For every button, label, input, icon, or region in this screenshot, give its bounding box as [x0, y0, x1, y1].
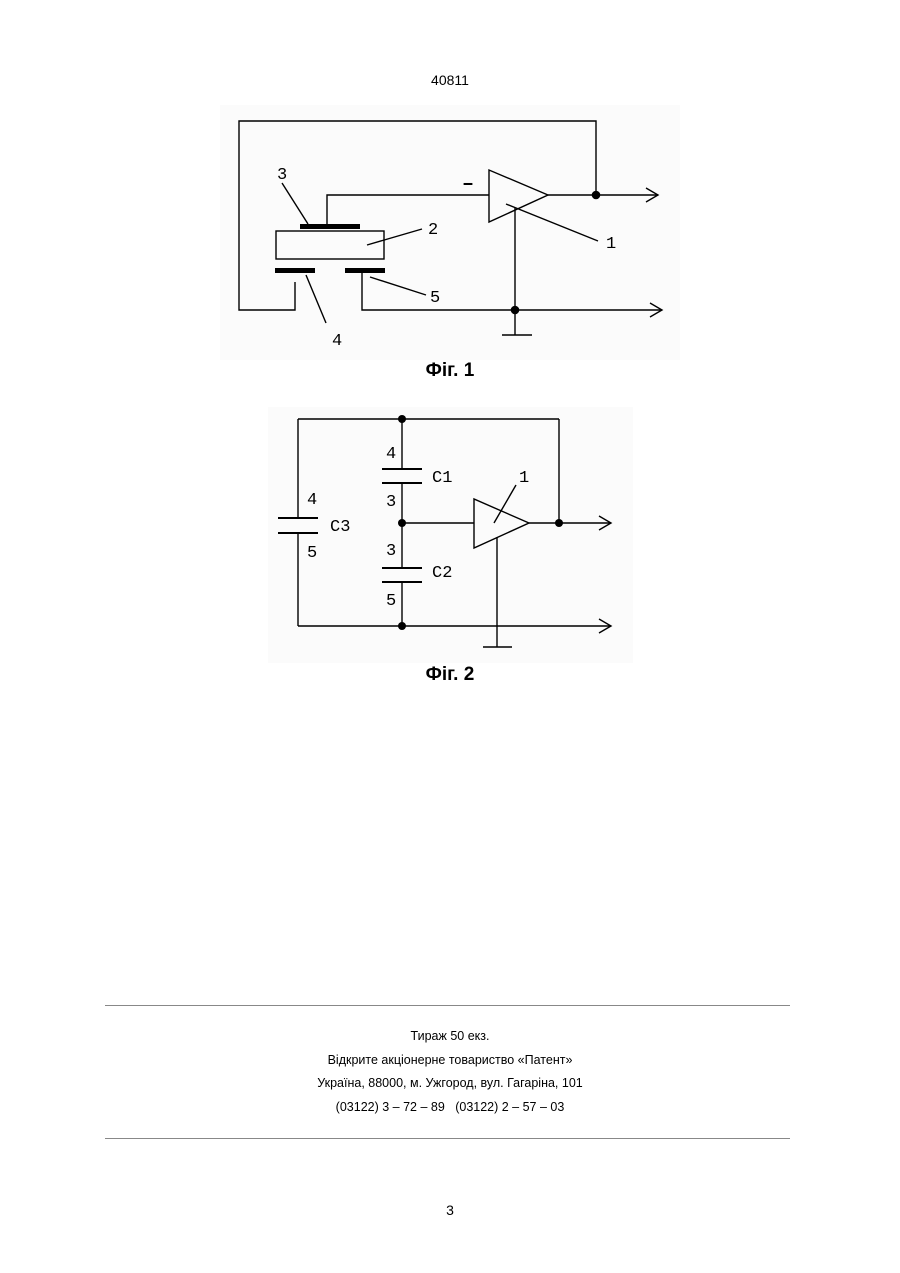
document-number: 40811	[0, 72, 900, 88]
minus-sign: –	[462, 173, 474, 196]
electrode-5-wire	[362, 271, 662, 310]
footer-print-run: Тираж 50 екз.	[0, 1025, 900, 1049]
footer-imprint: Тираж 50 екз. Відкрите акціонерне товари…	[0, 1025, 900, 1119]
c3-top-label: 4	[307, 491, 317, 510]
electrode-5	[345, 268, 385, 273]
figure-2-diagram: 4 C1 3 1 4 C3 5 3 C2 5	[268, 407, 633, 663]
label-5: 5	[430, 289, 440, 308]
label-4: 4	[332, 332, 342, 351]
feedback-wire	[239, 121, 596, 310]
c3-label: C3	[330, 518, 350, 537]
electrode-3-wire	[327, 195, 489, 224]
amplifier-1-symbol	[474, 499, 529, 548]
page-number: 3	[0, 1202, 900, 1218]
footer-bottom-rule	[105, 1138, 790, 1139]
figure-1-caption: Фіг. 1	[0, 360, 900, 382]
footer-address: Україна, 88000, м. Ужгород, вул. Гагарін…	[0, 1072, 900, 1096]
figure-2-caption: Фіг. 2	[0, 664, 900, 686]
c2-top-label: 3	[386, 542, 396, 561]
footer-publisher: Відкрите акціонерне товариство «Патент»	[0, 1049, 900, 1073]
c1-top-label: 4	[386, 445, 396, 464]
figure-1-diagram: 3 2 1 5 4 –	[220, 105, 680, 360]
c2-bottom-label: 5	[386, 592, 396, 611]
c1-label: C1	[432, 469, 452, 488]
amplifier-1-symbol	[489, 170, 548, 222]
footer-top-rule	[105, 1005, 790, 1006]
c1-bottom-label: 3	[386, 493, 396, 512]
c3-bottom-label: 5	[307, 544, 317, 563]
electrode-4	[275, 268, 315, 273]
amplifier-label: 1	[519, 469, 529, 488]
electrode-3	[300, 224, 360, 229]
label-1: 1	[606, 235, 616, 254]
label-3: 3	[277, 166, 287, 185]
footer-phones: (03122) 3 – 72 – 89 (03122) 2 – 57 – 03	[0, 1096, 900, 1120]
c2-label: C2	[432, 564, 452, 583]
label-2: 2	[428, 221, 438, 240]
